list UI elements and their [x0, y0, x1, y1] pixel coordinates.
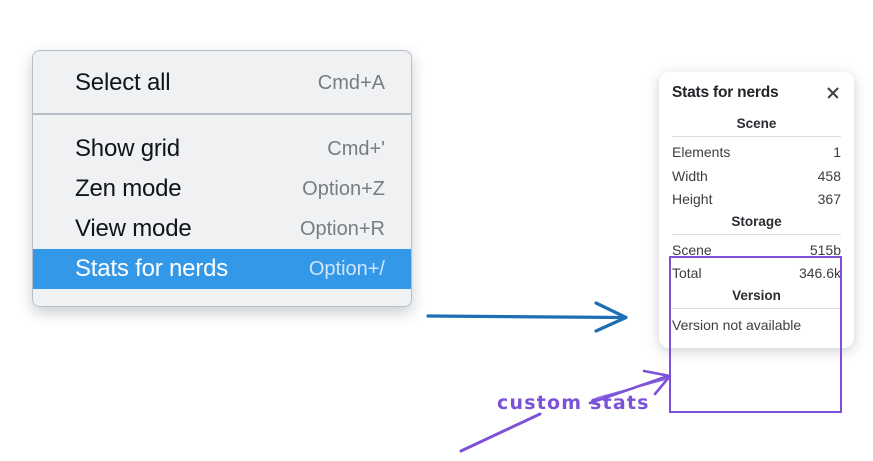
- stat-key: Width: [672, 167, 708, 184]
- stats-panel-title: Stats for nerds: [672, 84, 779, 101]
- menu-item-select-all[interactable]: Select all Cmd+A: [33, 63, 411, 103]
- stat-row-storage-scene: Scene 515b: [672, 239, 841, 263]
- menu-item-shortcut: Cmd+': [327, 137, 385, 160]
- stat-value: 515b: [809, 241, 841, 258]
- menu-item-shortcut: Option+R: [299, 217, 385, 240]
- version-not-available-text: Version not available: [672, 316, 802, 333]
- stat-key: Scene: [672, 241, 712, 258]
- menu-group-2: Show grid Cmd+' Zen mode Option+Z View m…: [33, 115, 411, 289]
- stat-value: 346.6k: [798, 265, 841, 281]
- close-icon[interactable]: [825, 85, 841, 101]
- menu-group-1: Select all Cmd+A: [33, 51, 411, 115]
- section-divider: [672, 136, 841, 137]
- menu-item-show-grid[interactable]: Show grid Cmd+': [33, 129, 411, 169]
- blue-arrow-annotation: [426, 301, 628, 333]
- stats-panel-header: Stats for nerds: [672, 84, 841, 102]
- stat-row-height: Height 367: [672, 188, 841, 212]
- stats-for-nerds-panel: Stats for nerds Scene Elements 1 Width 4…: [659, 72, 854, 348]
- purple-underline-stroke: [459, 412, 542, 453]
- section-heading-version: Version: [732, 287, 781, 303]
- stat-value: 367: [817, 191, 841, 207]
- stat-row-width: Width 458: [672, 165, 841, 189]
- menu-item-label: View mode: [75, 215, 192, 242]
- section-heading-storage: Storage: [731, 213, 782, 229]
- menu-item-stats-for-nerds[interactable]: Stats for nerds Option+/: [33, 249, 411, 289]
- menu-item-zen-mode[interactable]: Zen mode Option+Z: [33, 169, 411, 209]
- stat-row-storage-total: Total 346.6k: [672, 262, 841, 286]
- section-divider: [672, 233, 841, 235]
- stat-key: Total: [672, 265, 702, 281]
- menu-item-label: Show grid: [75, 135, 180, 162]
- menu-item-label: Select all: [75, 69, 171, 96]
- context-menu: Select all Cmd+A Show grid Cmd+' Zen mod…: [32, 50, 412, 307]
- menu-item-label: Zen mode: [75, 175, 182, 202]
- stat-row-elements: Elements 1: [672, 141, 841, 165]
- stat-key: Elements: [672, 144, 731, 160]
- section-heading-scene: Scene: [736, 116, 777, 131]
- section-divider: [672, 307, 841, 309]
- menu-item-shortcut: Option+/: [308, 257, 385, 280]
- menu-item-shortcut: Option+Z: [302, 177, 385, 200]
- stat-value: 458: [817, 167, 841, 184]
- menu-item-label: Stats for nerds: [75, 255, 229, 282]
- menu-item-view-mode[interactable]: View mode Option+R: [33, 209, 411, 249]
- menu-bottom-padding: [33, 289, 411, 306]
- stat-key: Height: [672, 191, 713, 207]
- menu-item-shortcut: Cmd+A: [317, 71, 385, 94]
- stat-value: 1: [833, 144, 841, 160]
- custom-stats-annotation-label: custom stats: [497, 392, 650, 414]
